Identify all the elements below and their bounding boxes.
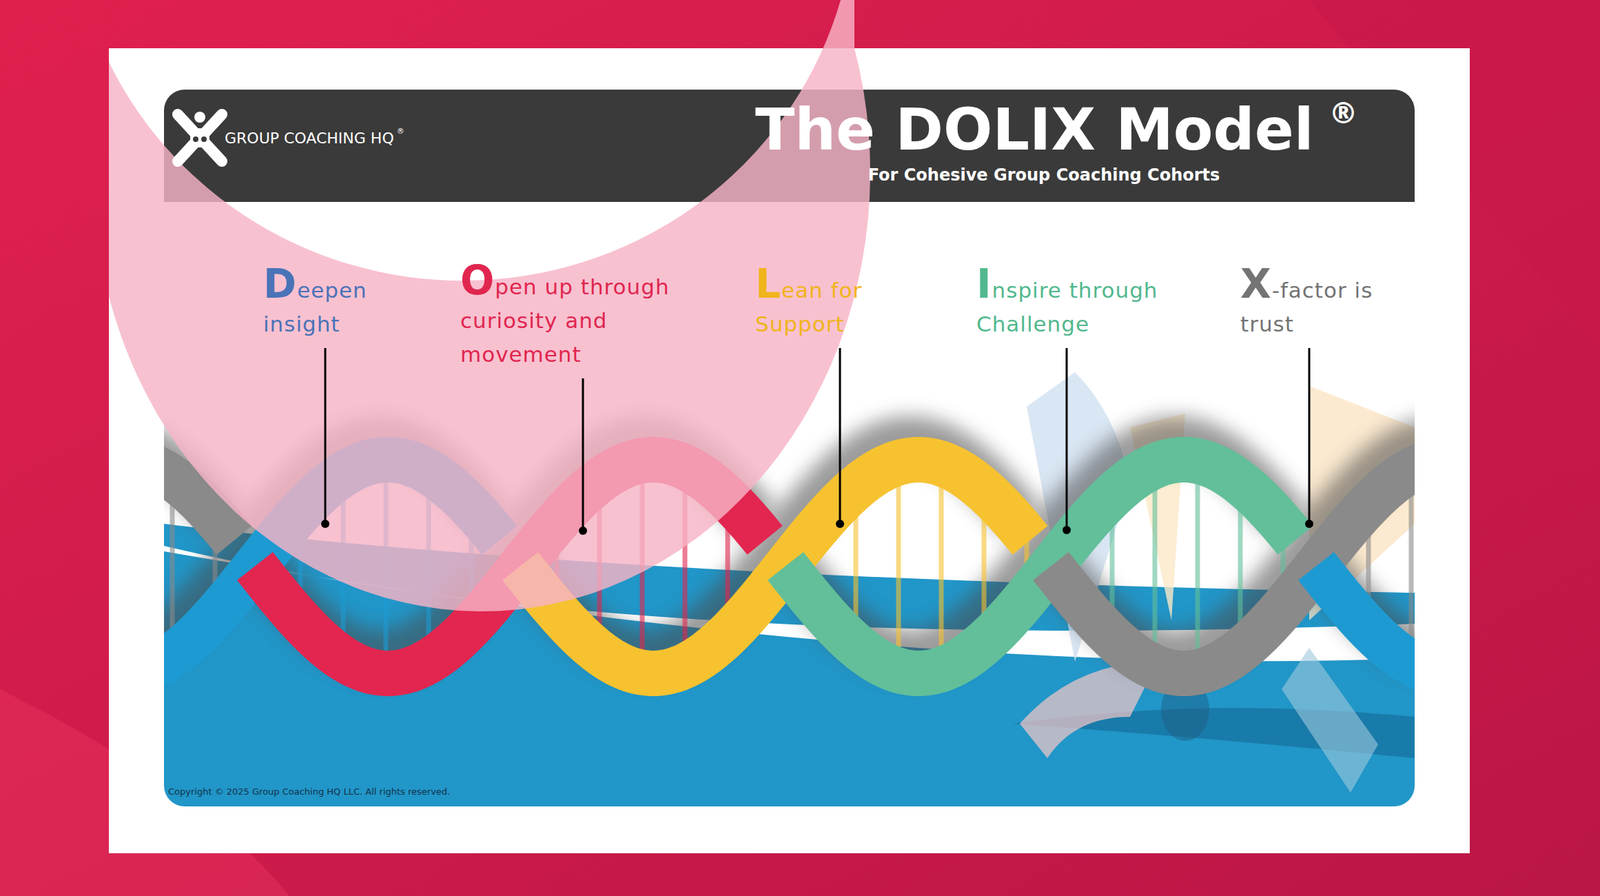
logo-core [190, 128, 210, 148]
leader-line [839, 347, 842, 524]
model-step: Open up through curiosity and movement [460, 263, 688, 372]
leader-line [324, 347, 327, 524]
registered-mark: ® [1328, 96, 1358, 131]
leader-dot [578, 526, 588, 535]
helix-rung [939, 463, 945, 670]
leader-dot [1062, 525, 1071, 535]
leader-dot [321, 519, 330, 528]
logo-detail [192, 136, 199, 142]
copyright: Copyright © 2025 Group Coaching HQ LLC. … [168, 786, 450, 797]
leader-line [582, 378, 585, 531]
model-step: X-factor is trust [1240, 267, 1413, 342]
logo-head [194, 111, 206, 123]
decor-fan [1281, 647, 1379, 793]
model-step: Deepen insight [263, 267, 381, 342]
helix-strand [1316, 459, 1415, 674]
logo-icon [177, 111, 222, 162]
helix-rung [1152, 465, 1158, 668]
leader-line [1308, 347, 1311, 524]
leader-dot [1305, 519, 1314, 528]
model-step: Lean for Support [755, 267, 914, 342]
leader-dot [835, 519, 845, 528]
helix-rung [1409, 469, 1414, 663]
logo-detail [201, 136, 207, 142]
leader-lines [321, 347, 1314, 535]
helix-rung [896, 462, 902, 670]
title: The DOLIX Model [755, 96, 1314, 163]
subtitle: For Cohesive Group Coaching Cohorts [868, 165, 1221, 185]
registered-mark: ® [396, 126, 405, 136]
logo-text: GROUP COACHING HQ [224, 129, 395, 147]
model-step: Inspire through Challenge [976, 267, 1197, 342]
leader-line [1065, 347, 1069, 530]
helix-rung [1195, 460, 1201, 672]
